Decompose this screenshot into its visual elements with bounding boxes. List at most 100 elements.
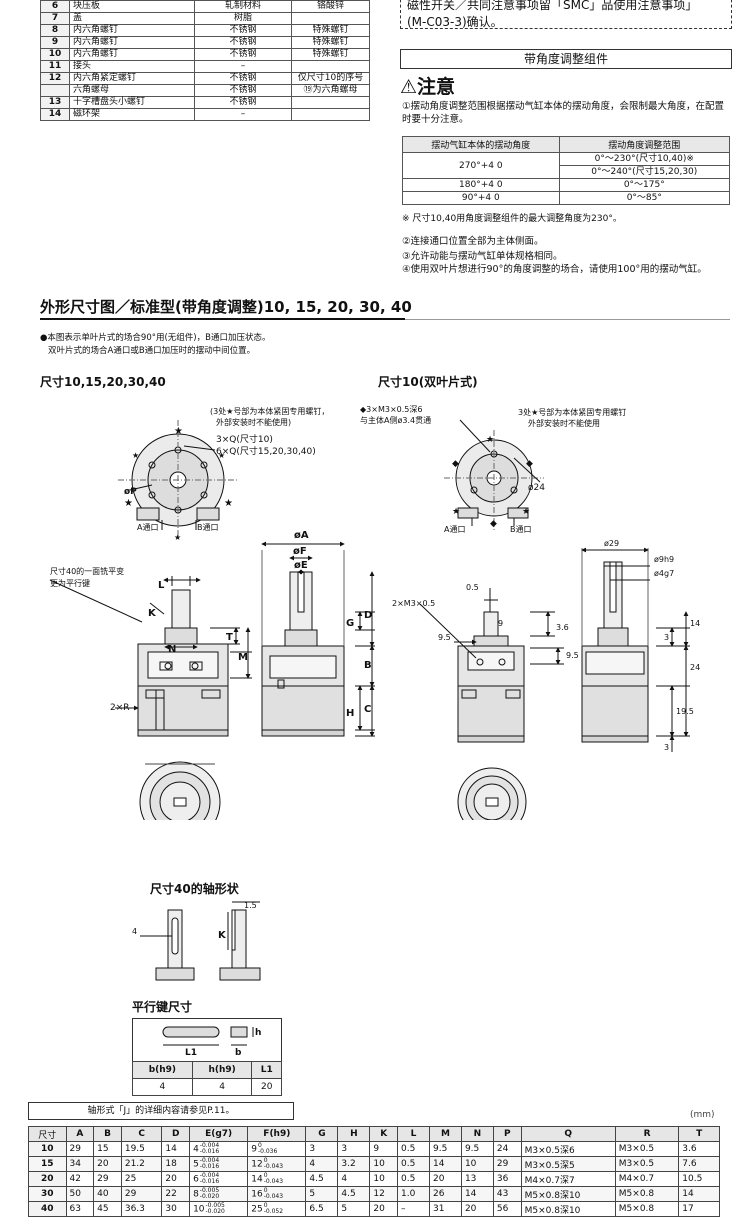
angle-note1: ①摆动角度调整范围根据摆动气缸本体的摆动角度，会限制最大角度，在配置时要十分注意… <box>402 101 725 125</box>
right-note1: ◆3×M3×0.5深6 <box>360 405 422 414</box>
dims-value: 14 <box>464 1189 477 1199</box>
angle-note2: ②连接通口位置全部为主体侧面。 <box>402 236 544 247</box>
dims-header: E(g7) <box>189 1126 249 1142</box>
dims-value: 9.5 <box>432 1144 448 1154</box>
left-bottom-view <box>139 761 221 820</box>
dims-cell: 24 <box>492 1141 522 1157</box>
dims-value: 3 <box>309 1144 316 1154</box>
parts-cell-no: 14 <box>40 108 70 121</box>
dims-cell: M5×0.8深10 <box>520 1201 616 1217</box>
shaft40-d15: 1.5 <box>244 901 257 910</box>
parts-cell-name: 六角螺母 <box>69 84 195 97</box>
dims-value: 3.6 <box>682 1144 697 1154</box>
right-note2: 与主体A侧ø3.4贯通 <box>360 415 431 425</box>
dims-value: 29 <box>124 1189 137 1199</box>
parts-cell-no: 6 <box>40 0 70 13</box>
dims-value: 12 <box>251 1159 263 1170</box>
right-r3b: 3 <box>664 743 669 752</box>
parts-cell-note <box>291 108 370 121</box>
dim-M: M <box>238 652 248 663</box>
key-L1-value: 20 <box>251 1078 282 1096</box>
left-front-view <box>137 589 229 737</box>
svg-text:★: ★ <box>174 426 183 437</box>
tolerance: -0.004-0.016 <box>200 1173 219 1185</box>
dims-value: 40 <box>40 1204 54 1214</box>
dim-L: L <box>158 580 165 591</box>
dims-cell: 29 <box>492 1156 522 1172</box>
dims-header: K <box>369 1126 399 1142</box>
parts-cell-name: 内六角螺钉 <box>69 48 195 61</box>
dims-cell: 22 <box>161 1186 191 1202</box>
notice-line2: (M-C03-3)确认。 <box>407 15 503 29</box>
shaft-note: 轴形式「J」的详细内容请参见P.11。 <box>28 1102 294 1120</box>
dims-header: G <box>305 1126 339 1142</box>
dims-cell: 21.2 <box>120 1156 163 1172</box>
key-h-value: 4 <box>191 1078 253 1096</box>
shaft40-d4: 4 <box>132 927 137 936</box>
svg-text:★: ★ <box>132 451 139 460</box>
right-port-a: A通口 <box>444 524 465 534</box>
dims-header: Q <box>520 1126 616 1142</box>
dims-cell: 4-0.004-0.016 <box>189 1141 249 1157</box>
tolerance-upper: -0.005 <box>199 1187 220 1194</box>
key-b-value: 4 <box>132 1078 193 1096</box>
dims-header: C <box>120 1126 163 1142</box>
dims-value: 4 <box>193 1144 199 1155</box>
tolerance: 0-0.043 <box>264 1188 283 1200</box>
angle-range-3: 0°～85° <box>558 191 731 205</box>
dims-cell: 20 <box>93 1156 122 1172</box>
dims-header: N <box>460 1126 494 1142</box>
svg-text:★: ★ <box>452 507 460 517</box>
svg-text:★: ★ <box>218 451 225 460</box>
right-top-view <box>444 419 544 530</box>
dims-cell: 20 <box>428 1171 462 1187</box>
right-r14: 14 <box>690 619 700 628</box>
dims-cell: 42 <box>65 1171 95 1187</box>
key-th-L1: L1 <box>251 1061 282 1079</box>
key-table: b(h9) h(h9) L1 4 4 20 <box>132 1061 282 1096</box>
tolerance-lower: -0.016 <box>199 1148 220 1155</box>
dims-value: 9.5 <box>464 1144 480 1154</box>
dims-value: 24 <box>496 1144 509 1154</box>
dims-value: 30 <box>40 1189 54 1199</box>
dim-R: 2×R <box>110 703 130 713</box>
dims-cell: 40 <box>93 1186 122 1202</box>
svg-text:★: ★ <box>224 498 233 509</box>
tolerance-lower: -0.016 <box>199 1163 220 1170</box>
dim-D: D <box>364 610 372 621</box>
dim-K: K <box>148 608 157 619</box>
dims-value: M4×0.7深7 <box>524 1175 575 1186</box>
key-L1: L1 <box>185 1048 197 1058</box>
dims-cell: 29 <box>65 1141 95 1157</box>
dims-cell: 30 <box>28 1186 67 1202</box>
key-drawing-box: L1 b h <box>132 1018 282 1062</box>
dims-cell: M4×0.7 <box>614 1171 680 1187</box>
right-r24: 24 <box>690 663 700 672</box>
dims-cell: 10 <box>369 1156 399 1172</box>
parts-cell-note <box>291 60 370 73</box>
dims-cell: 36.3 <box>120 1201 163 1217</box>
tolerance: -0.004-0.016 <box>200 1143 219 1155</box>
dims-value: 29 <box>69 1144 81 1154</box>
dims-value: 40 <box>97 1189 109 1199</box>
right-note3: 3处★号部为本体紧固专用螺钉 <box>518 407 626 417</box>
tolerance: 0-0.052 <box>264 1203 283 1215</box>
dims-cell: 4 <box>337 1171 371 1187</box>
dim-E: øE <box>294 560 308 571</box>
dims-cell: M4×0.7深7 <box>520 1171 616 1187</box>
dims-cell: 9.5 <box>460 1141 494 1157</box>
dims-value: 5 <box>309 1189 316 1199</box>
key-th-h: h(h9) <box>191 1061 253 1079</box>
parts-cell-name: 内六角紧定螺钉 <box>69 72 195 85</box>
size40-note2: 更为平行键 <box>50 578 90 588</box>
dims-cell: 31 <box>428 1201 462 1217</box>
